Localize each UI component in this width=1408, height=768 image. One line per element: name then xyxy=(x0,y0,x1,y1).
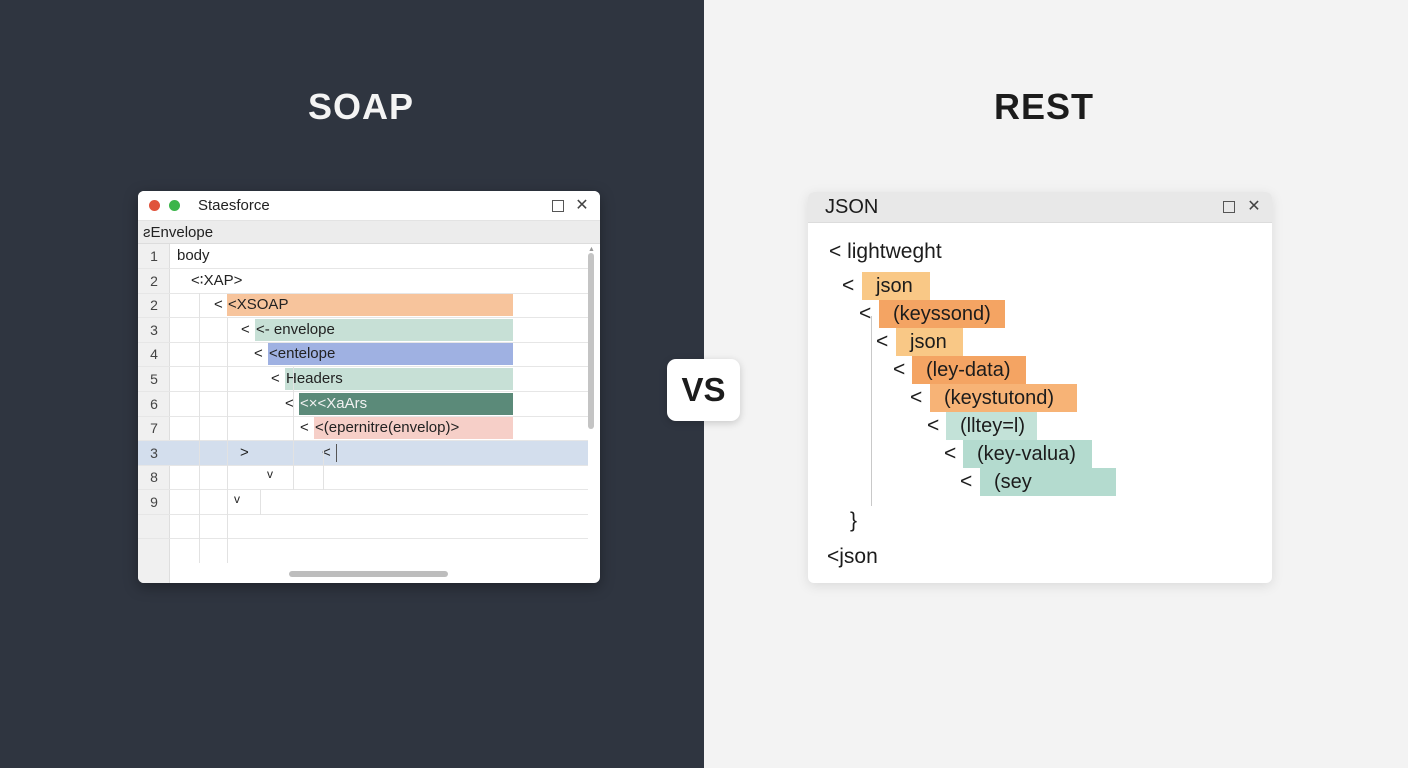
code-text: v xyxy=(234,492,240,506)
line-number: 9 xyxy=(150,494,158,510)
json-prefix: < xyxy=(893,358,906,381)
close-icon[interactable]: ✕ xyxy=(575,197,589,214)
json-chip: json xyxy=(862,272,930,300)
code-highlight: <XSOAP xyxy=(227,294,513,316)
code-line-8[interactable]: 7 < <(epernitre(envelop)> xyxy=(138,416,588,441)
json-chip: (lltey=l) xyxy=(946,412,1037,440)
line-number: 2 xyxy=(150,297,158,313)
soap-path-bar: ƨEnvelope xyxy=(138,221,600,244)
code-prefix: < xyxy=(241,321,250,338)
line-number: 7 xyxy=(150,420,158,436)
line-number: 8 xyxy=(150,469,158,485)
close-window-dot[interactable] xyxy=(149,200,160,211)
rest-window-titlebar: JSON ✕ xyxy=(808,192,1272,223)
indent-guide xyxy=(323,450,324,490)
code-line-10[interactable]: 9 v xyxy=(138,490,588,515)
soap-window-titlebar: Staesforce ✕ xyxy=(138,191,600,221)
line-number: 1 xyxy=(150,248,158,264)
maximize-icon[interactable] xyxy=(549,197,567,215)
horizontal-scrollbar[interactable] xyxy=(289,571,448,577)
code-text: <∶XAP> xyxy=(191,272,243,289)
code-text: body xyxy=(177,247,210,264)
code-line-5[interactable]: 4 < <entelope xyxy=(138,342,588,367)
indent-guide xyxy=(871,316,872,506)
code-text: < xyxy=(322,444,331,461)
code-text: v xyxy=(267,467,273,481)
code-highlight: <(epernitre(envelop)> xyxy=(314,417,513,439)
vertical-scrollbar[interactable] xyxy=(588,253,594,429)
code-prefix: < xyxy=(214,296,223,313)
json-prefix: < xyxy=(910,386,923,409)
line-number: 4 xyxy=(150,346,158,362)
soap-heading: SOAP xyxy=(307,86,415,127)
code-line-7[interactable]: 6 < <×<XaArs xyxy=(138,392,588,417)
zoom-window-dot[interactable] xyxy=(169,200,180,211)
line-number: 5 xyxy=(150,371,158,387)
indent-guide xyxy=(260,490,261,515)
json-chip: (ley-data) xyxy=(912,356,1026,384)
line-number-gutter xyxy=(138,244,170,583)
json-chip: (keyssond) xyxy=(879,300,1005,328)
rest-json-window: JSON ✕ < lightweght < json < (keyssond) … xyxy=(808,192,1272,583)
text-caret xyxy=(336,444,337,462)
indent-guide xyxy=(199,293,200,563)
json-prefix: < xyxy=(960,470,973,493)
code-prefix: < xyxy=(285,395,294,412)
scroll-up-arrow[interactable]: ▲ xyxy=(588,246,595,253)
json-chip: json xyxy=(896,328,963,356)
vs-badge: VS xyxy=(667,359,740,421)
code-line-6[interactable]: 5 < Headers xyxy=(138,367,588,392)
soap-editor-window: Staesforce ✕ ƨEnvelope 1 body 2 <∶XAP> 2… xyxy=(138,191,600,583)
json-prefix: < xyxy=(876,330,889,353)
code-line-1[interactable]: 1 body xyxy=(138,244,588,269)
json-root-close: <json xyxy=(827,545,878,568)
json-chip: (key-valua) xyxy=(963,440,1092,468)
json-prefix: < xyxy=(842,274,855,297)
json-prefix: < xyxy=(859,302,872,325)
code-highlight: <×<XaArs xyxy=(299,393,513,415)
code-prefix: < xyxy=(254,345,263,362)
code-text: > xyxy=(240,444,249,461)
code-prefix: < xyxy=(300,419,309,436)
rest-heading: REST xyxy=(993,86,1094,127)
code-line-9[interactable]: 8 v xyxy=(138,465,588,490)
indent-guide xyxy=(293,367,294,490)
json-close-brace: } xyxy=(850,509,858,532)
json-chip: (keystutond) xyxy=(930,384,1077,412)
code-line-2[interactable]: 2 <∶XAP> xyxy=(138,269,588,294)
json-prefix: < xyxy=(927,414,940,437)
json-prefix: < xyxy=(944,442,957,465)
code-line-selected[interactable]: 3 > < xyxy=(138,441,588,466)
soap-window-title: Staesforce xyxy=(198,197,270,214)
soap-path-label: ƨEnvelope xyxy=(143,224,214,241)
code-line-empty[interactable] xyxy=(138,514,588,539)
line-number: 3 xyxy=(150,445,158,461)
code-highlight: <- envelope xyxy=(255,319,513,341)
code-prefix: < xyxy=(271,370,280,387)
indent-guide xyxy=(227,318,228,563)
code-line-4[interactable]: 3 < <- envelope xyxy=(138,318,588,343)
line-number: 6 xyxy=(150,396,158,412)
close-icon[interactable]: ✕ xyxy=(1247,198,1261,215)
line-number: 2 xyxy=(150,273,158,289)
json-root-open: < lightweght xyxy=(829,240,942,263)
line-number: 3 xyxy=(150,322,158,338)
code-highlight: <entelope xyxy=(268,343,513,365)
code-highlight: Headers xyxy=(285,368,513,390)
rest-window-title: JSON xyxy=(825,196,879,218)
json-chip: (sey xyxy=(980,468,1116,496)
code-line-3[interactable]: 2 < <XSOAP xyxy=(138,293,588,318)
maximize-icon[interactable] xyxy=(1220,198,1238,216)
